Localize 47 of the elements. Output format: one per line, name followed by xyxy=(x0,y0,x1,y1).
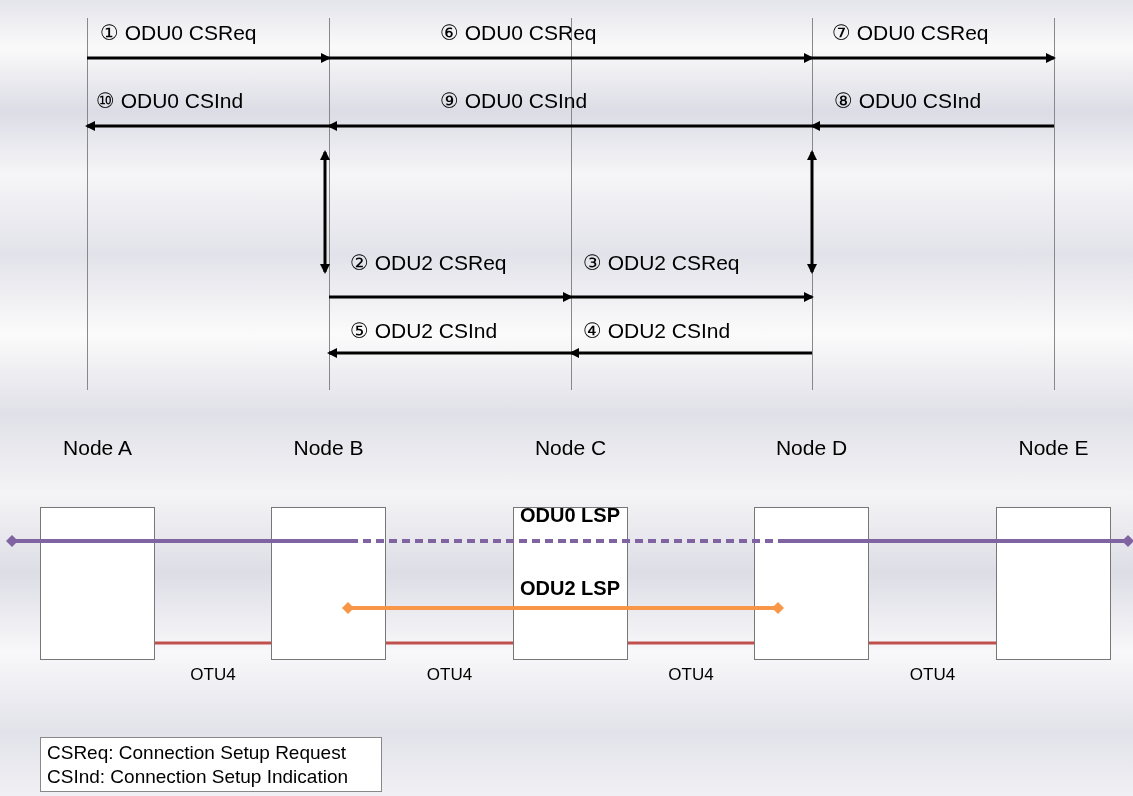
edge-label: ⑤ ODU2 CSInd xyxy=(350,320,498,341)
legend-box xyxy=(40,737,382,792)
lifeline xyxy=(329,18,330,390)
arrow xyxy=(329,53,814,63)
edge-label: OTU4 xyxy=(668,666,714,683)
link-line xyxy=(386,641,513,645)
lsp-line xyxy=(778,535,1133,547)
edge-label: ODU2 LSP xyxy=(520,578,620,598)
edge-label: ① ODU0 CSReq xyxy=(100,22,257,43)
legend-text: CSInd: Connection Setup Indication xyxy=(47,767,349,786)
arrow xyxy=(810,121,1054,131)
lsp-line xyxy=(6,535,350,547)
link-line xyxy=(155,641,271,645)
node-label: Node E xyxy=(1018,437,1089,458)
lifeline xyxy=(571,18,572,390)
node-label: Node B xyxy=(293,437,364,458)
arrow xyxy=(85,121,329,131)
edge-label: OTU4 xyxy=(190,666,236,683)
lifeline xyxy=(1054,18,1055,390)
arrow xyxy=(571,292,814,302)
arrow xyxy=(327,348,571,358)
arrow xyxy=(329,292,573,302)
arrow xyxy=(87,53,331,63)
lsp-line xyxy=(570,602,784,614)
edge-label: ⑨ ODU0 CSInd xyxy=(440,90,588,111)
legend-text: CSReq: Connection Setup Request xyxy=(47,743,346,762)
edge-label: OTU4 xyxy=(909,666,956,683)
node-label: Node A xyxy=(63,437,132,458)
arrow xyxy=(812,53,1056,63)
edge-label: ⑥ ODU0 CSReq xyxy=(440,22,597,43)
edge-label: ② ODU2 CSReq xyxy=(350,252,507,273)
edge-label: ⑧ ODU0 CSInd xyxy=(834,90,982,111)
edge-label: ③ ODU2 CSReq xyxy=(583,252,740,273)
arrow xyxy=(327,121,812,131)
link-line xyxy=(869,641,996,645)
lifeline xyxy=(812,18,813,390)
lifeline xyxy=(87,18,88,390)
link-line xyxy=(628,641,754,645)
edge-label: ⑦ ODU0 CSReq xyxy=(832,22,989,43)
lsp-line xyxy=(342,602,570,614)
node-label: Node D xyxy=(775,437,848,458)
edge-label: OTU4 xyxy=(426,666,473,683)
arrow xyxy=(569,348,812,358)
edge-label: ODU0 LSP xyxy=(520,505,620,525)
node-label: Node C xyxy=(534,437,607,458)
edge-label: ④ ODU2 CSInd xyxy=(583,320,731,341)
edge-label: ⑩ ODU0 CSInd xyxy=(96,90,244,111)
